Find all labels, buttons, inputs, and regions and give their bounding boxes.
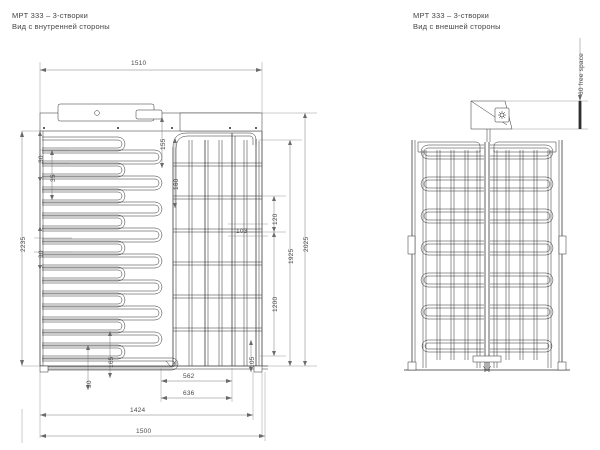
dim-label-free-space: 60 free space — [578, 53, 585, 95]
dim-label-1510: 1510 — [131, 60, 147, 67]
dim-label-2235: 2235 — [20, 236, 27, 252]
dim-label-35: 35 — [50, 174, 57, 182]
title-block-right: MPT 333 – 3-створки Вид с внешней сторон… — [413, 10, 501, 32]
dim-label-160: 160 — [173, 178, 180, 190]
dim-label-30-top: 30 — [38, 155, 45, 163]
title-left-line2: Вид с внутренней стороны — [12, 22, 110, 31]
dim-label-155: 155 — [160, 138, 167, 150]
dim-label-165: 165 — [108, 356, 115, 368]
dim-label-2025: 2025 — [303, 236, 310, 252]
dim-label-1500: 1500 — [136, 428, 152, 435]
dim-label-90: 90 — [38, 250, 45, 258]
dim-label-103: 103 — [236, 228, 248, 235]
dim-label-105: 105 — [249, 356, 256, 368]
dim-label-1424: 1424 — [130, 407, 146, 414]
right-view-dimensions — [505, 38, 588, 130]
dim-label-30-bottom: 30 — [86, 380, 93, 388]
left-view-turnstile — [39, 103, 268, 373]
title-left-line1: MPT 333 – 3-створки — [12, 11, 88, 20]
dim-label-120: 120 — [272, 213, 279, 225]
title-right-line1: MPT 333 – 3-створки — [413, 11, 489, 20]
title-right-line2: Вид с внешней стороны — [413, 22, 501, 31]
title-block-left: MPT 333 – 3-створки Вид с внутренней сто… — [12, 10, 110, 32]
dim-label-1200: 1200 — [272, 296, 279, 312]
left-view-dimensions — [20, 62, 317, 443]
dim-label-636: 636 — [183, 390, 195, 397]
dim-label-562: 562 — [183, 373, 195, 380]
dim-label-1925: 1925 — [288, 248, 295, 264]
right-view-turnstile — [404, 100, 570, 372]
